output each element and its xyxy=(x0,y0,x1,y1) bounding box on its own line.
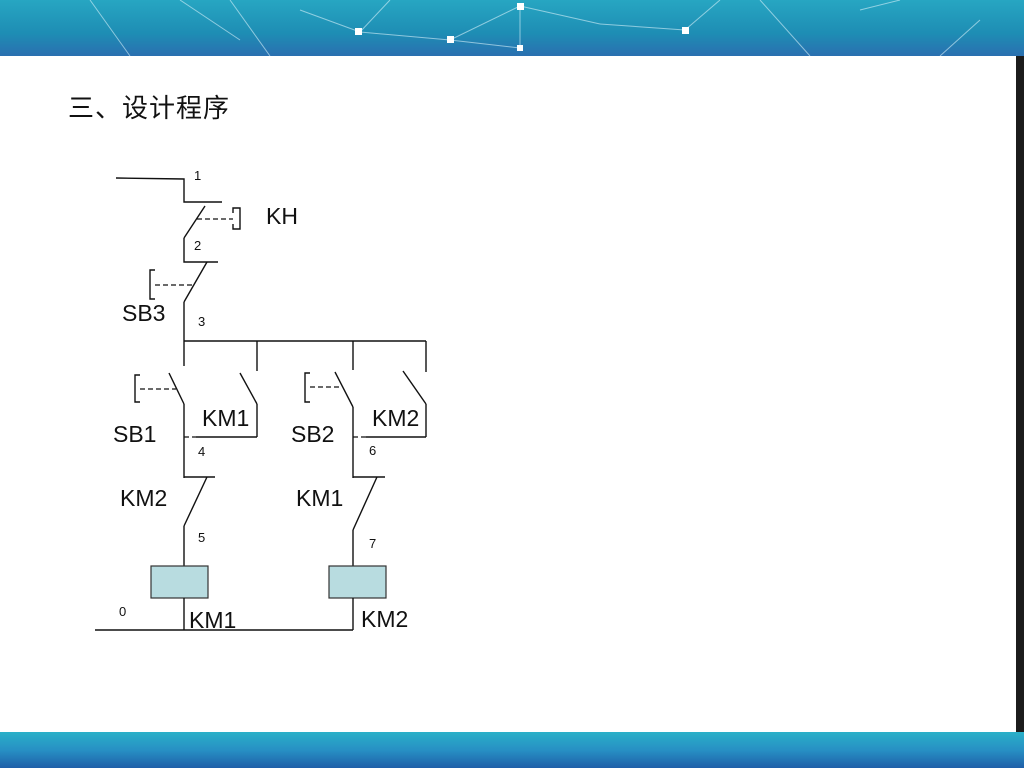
sb2-label: SB2 xyxy=(291,421,334,447)
km1-coil xyxy=(150,565,209,599)
node-number-7: 7 xyxy=(369,536,376,551)
supply-line xyxy=(115,177,222,203)
node-number-1: 1 xyxy=(194,168,201,183)
sb1-label: SB1 xyxy=(113,421,156,447)
sb3-label: SB3 xyxy=(122,300,165,326)
kh-contact xyxy=(183,205,241,263)
km2-holding-label: KM2 xyxy=(372,405,419,431)
node-3-bus xyxy=(184,340,427,372)
node-number-4: 4 xyxy=(198,444,205,459)
km2-interlock-contact xyxy=(183,476,215,566)
slide-right-edge xyxy=(1016,56,1024,732)
sb3-stop-button xyxy=(149,261,208,366)
km1-coil-label: KM1 xyxy=(189,607,236,633)
slide-title: 三、设计程序 xyxy=(68,94,231,124)
km1-holding-label: KM1 xyxy=(202,405,249,431)
kh-label: KH xyxy=(266,203,298,229)
km2-holding-contact xyxy=(353,370,427,438)
km1-interlock-contact xyxy=(352,476,385,566)
node-number-6: 6 xyxy=(369,443,376,458)
km1-interlock-label: KM1 xyxy=(296,485,343,511)
node-number-0: 0 xyxy=(119,604,126,619)
km2-coil-label: KM2 xyxy=(361,606,408,632)
node-number-2: 2 xyxy=(194,238,201,253)
node-number-3: 3 xyxy=(198,314,205,329)
footer-banner xyxy=(0,732,1024,768)
sb1-start-button xyxy=(134,372,185,478)
sb2-start-button xyxy=(304,371,354,478)
header-banner xyxy=(0,0,1024,56)
node-number-5: 5 xyxy=(198,530,205,545)
km2-coil xyxy=(328,565,387,599)
km2-interlock-label: KM2 xyxy=(120,485,167,511)
km1-holding-contact xyxy=(184,372,258,438)
